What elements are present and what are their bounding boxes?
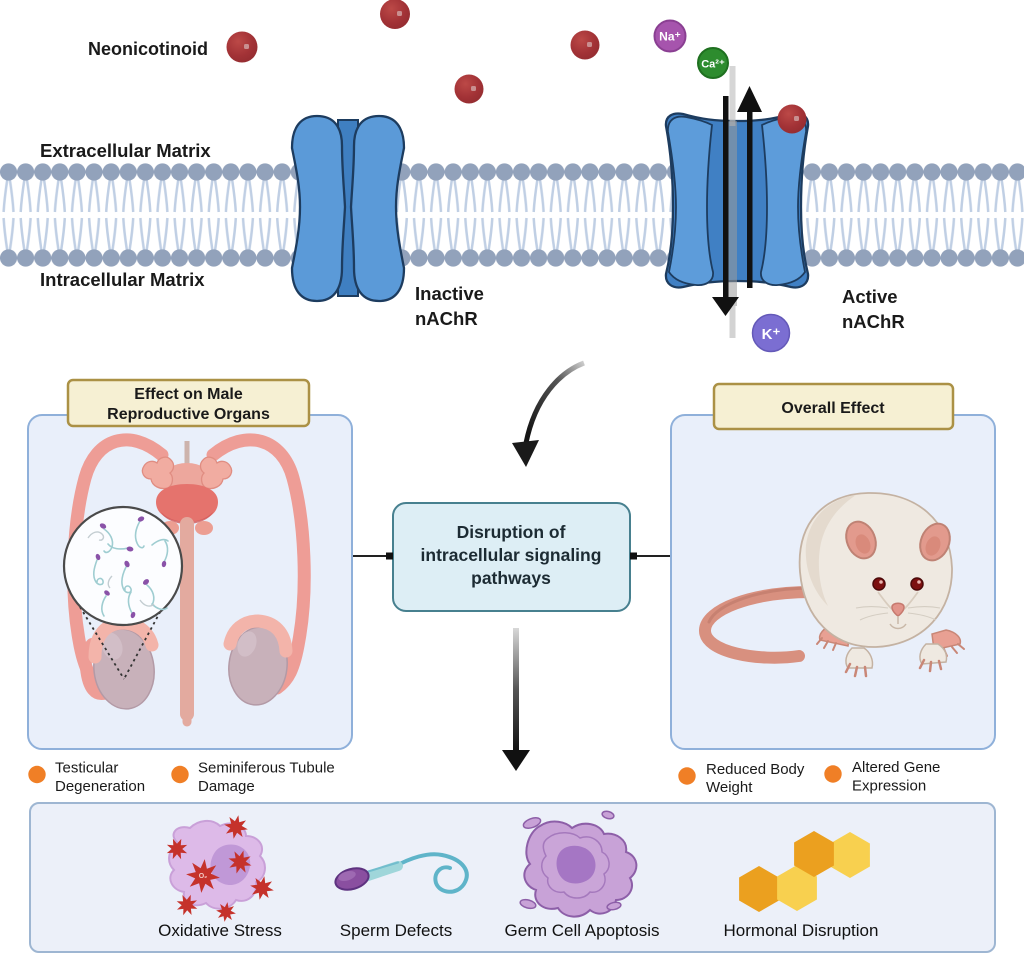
svg-text:Na⁺: Na⁺ [659, 30, 681, 44]
svg-text:Sperm Defects: Sperm Defects [340, 921, 452, 940]
svg-text:Ca²⁺: Ca²⁺ [701, 59, 725, 71]
svg-text:Extracellular Matrix: Extracellular Matrix [40, 140, 211, 161]
svg-text:Overall Effect: Overall Effect [781, 400, 885, 417]
svg-text:Reduced Body: Reduced Body [706, 761, 805, 778]
svg-text:Intracellular Matrix: Intracellular Matrix [40, 269, 205, 290]
svg-text:pathways: pathways [471, 568, 551, 588]
svg-text:intracellular signaling: intracellular signaling [421, 545, 602, 565]
svg-text:Degeneration: Degeneration [55, 778, 145, 795]
svg-text:Hormonal Disruption: Hormonal Disruption [724, 921, 879, 940]
svg-text:Neonicotinoid: Neonicotinoid [88, 39, 208, 59]
svg-text:Testicular: Testicular [55, 760, 118, 777]
svg-text:Effect on Male: Effect on Male [134, 386, 243, 403]
svg-text:Active: Active [842, 286, 898, 307]
svg-text:Disruption of: Disruption of [457, 522, 566, 542]
svg-text:Germ Cell Apoptosis: Germ Cell Apoptosis [505, 921, 660, 940]
svg-text:Reproductive Organs: Reproductive Organs [107, 406, 270, 423]
svg-text:Oxidative Stress: Oxidative Stress [158, 921, 282, 940]
svg-text:Weight: Weight [706, 779, 753, 796]
svg-text:Altered Gene: Altered Gene [852, 759, 940, 776]
svg-text:nAChR: nAChR [415, 308, 478, 329]
svg-text:Expression: Expression [852, 778, 926, 795]
svg-text:O₂: O₂ [199, 873, 208, 880]
svg-text:nAChR: nAChR [842, 311, 905, 332]
svg-text:Inactive: Inactive [415, 283, 484, 304]
svg-text:Damage: Damage [198, 778, 255, 795]
svg-text:K⁺: K⁺ [762, 326, 781, 343]
svg-text:Seminiferous Tubule: Seminiferous Tubule [198, 760, 335, 777]
